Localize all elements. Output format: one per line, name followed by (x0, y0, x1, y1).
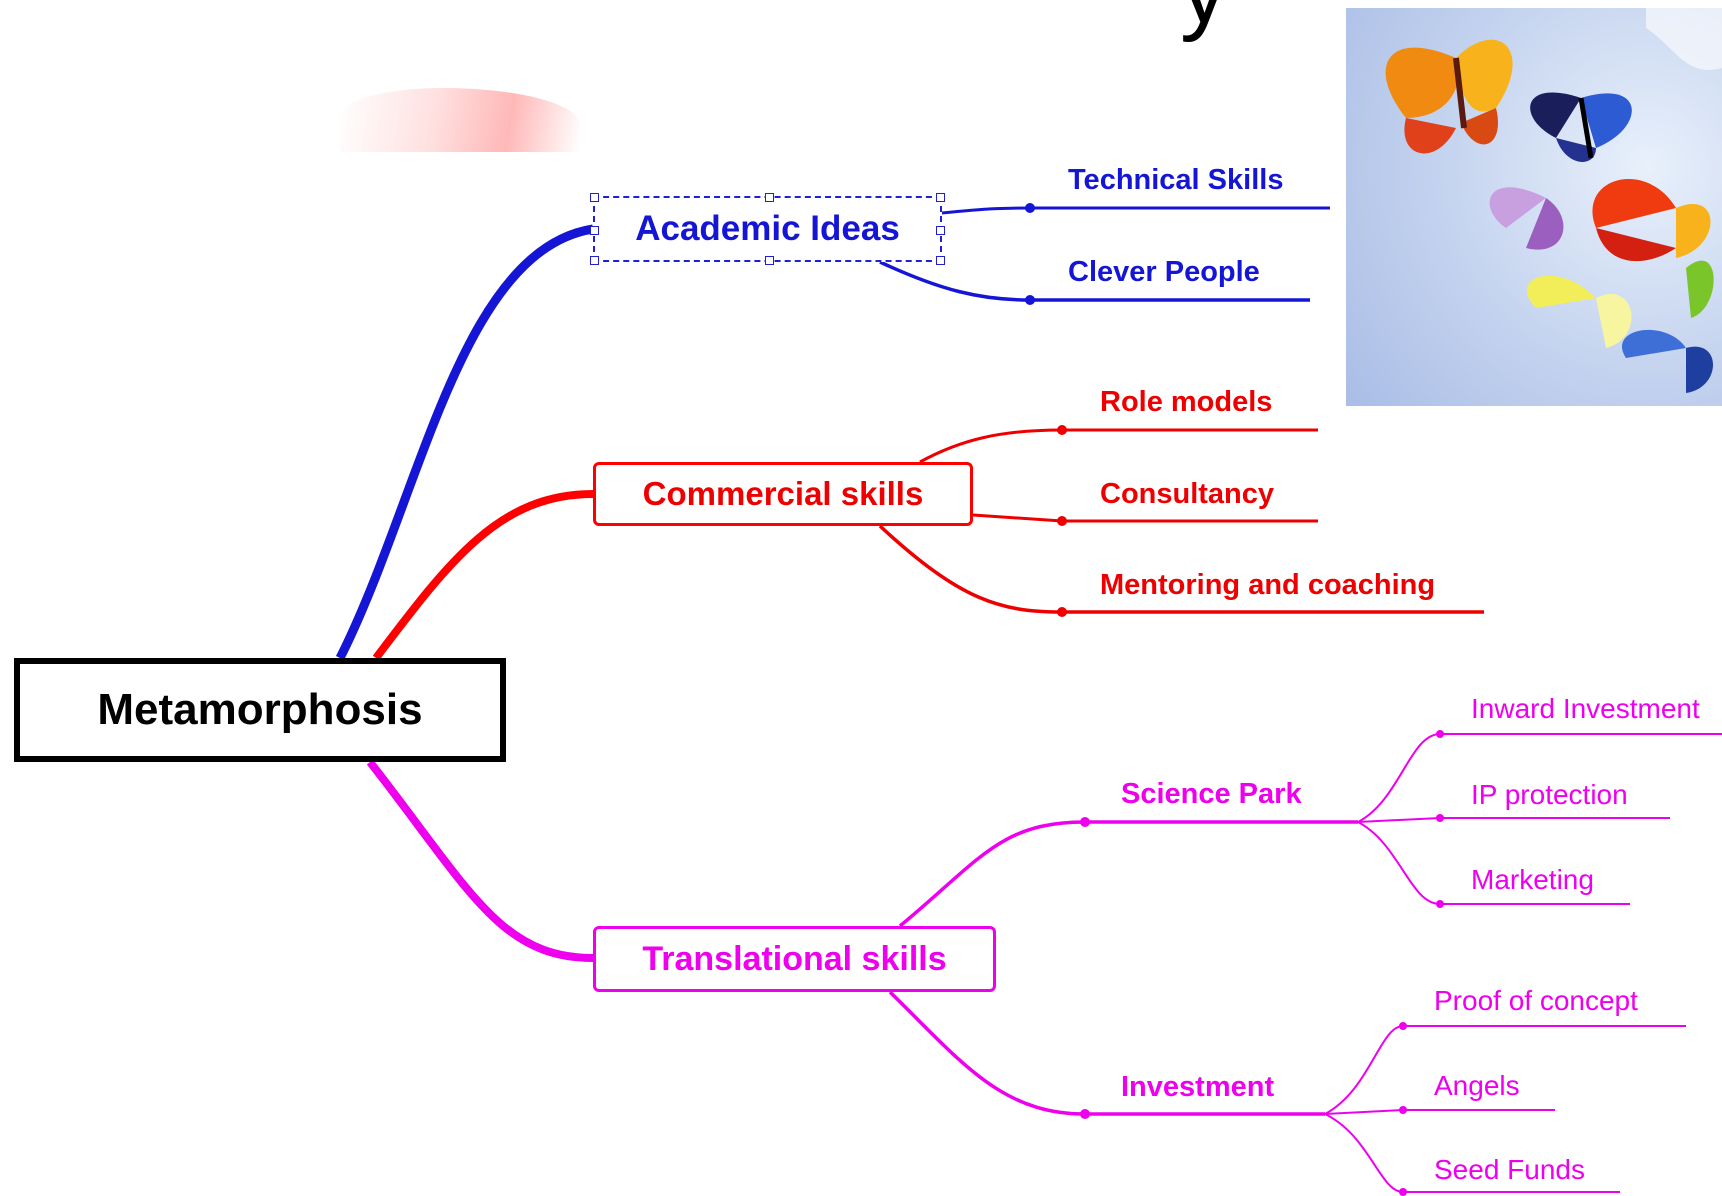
branch-node-commercial[interactable]: Commercial skills (593, 462, 973, 526)
root-node-label: Metamorphosis (97, 685, 423, 734)
butterfly-purple-icon (1489, 187, 1564, 250)
decorative-blob (340, 88, 580, 152)
subnode-technical-skills[interactable]: Technical Skills (1068, 164, 1284, 196)
subnode-investment[interactable]: Investment (1121, 1071, 1275, 1103)
branch-node-translational[interactable]: Translational skills (593, 926, 996, 992)
connector-academic-clever (879, 260, 1310, 302)
butterfly-orange-icon (1385, 39, 1513, 154)
butterfly-yellow-icon (1526, 275, 1632, 348)
leaf-marketing[interactable]: Marketing (1471, 864, 1594, 895)
title-fragment: y (1180, 0, 1228, 38)
selection-handle[interactable] (590, 256, 599, 265)
selection-handle[interactable] (765, 193, 774, 202)
connector-root-commercial (372, 490, 594, 661)
branch-node-academic[interactable]: Academic Ideas (590, 193, 945, 265)
root-node[interactable]: Metamorphosis (14, 658, 506, 762)
selection-handle[interactable] (765, 256, 774, 265)
butterflies-image (1346, 8, 1722, 406)
selection-handle[interactable] (590, 226, 599, 235)
subnode-mentoring-coaching[interactable]: Mentoring and coaching (1100, 569, 1436, 601)
selection-handle[interactable] (936, 226, 945, 235)
butterfly-red-icon (1592, 179, 1711, 262)
branch-node-commercial-label: Commercial skills (642, 475, 924, 512)
selection-handle[interactable] (936, 256, 945, 265)
connector-translational-investment (888, 990, 1325, 1116)
connector-academic-technical (941, 206, 1330, 215)
branch-node-translational-label: Translational skills (642, 939, 947, 978)
connector-commercial-mentor (878, 524, 1484, 614)
leaf-seed-funds[interactable]: Seed Funds (1434, 1154, 1585, 1185)
selection-handle[interactable] (936, 193, 945, 202)
subnode-consultancy[interactable]: Consultancy (1100, 478, 1275, 510)
branch-node-academic-label: Academic Ideas (635, 209, 900, 248)
connector-root-translational (366, 759, 594, 962)
subnode-clever-people[interactable]: Clever People (1068, 256, 1260, 288)
butterfly-blue-icon (1530, 92, 1632, 162)
butterfly-green-icon (1686, 260, 1714, 318)
connector-commercial-role (919, 428, 1318, 464)
butterfly-blue-lower-icon (1621, 329, 1713, 393)
leaf-inward-investment[interactable]: Inward Investment (1471, 693, 1700, 724)
leaf-ip-protection[interactable]: IP protection (1471, 779, 1628, 810)
subnode-science-park[interactable]: Science Park (1121, 778, 1302, 810)
connector-translational-science (898, 820, 1358, 928)
leaf-angels[interactable]: Angels (1434, 1070, 1520, 1101)
connector-commercial-consult (972, 513, 1318, 523)
selection-handle[interactable] (590, 193, 599, 202)
subnode-role-models[interactable]: Role models (1100, 386, 1273, 418)
leaf-proof-of-concept[interactable]: Proof of concept (1434, 985, 1638, 1016)
connector-root-academic (335, 224, 594, 661)
